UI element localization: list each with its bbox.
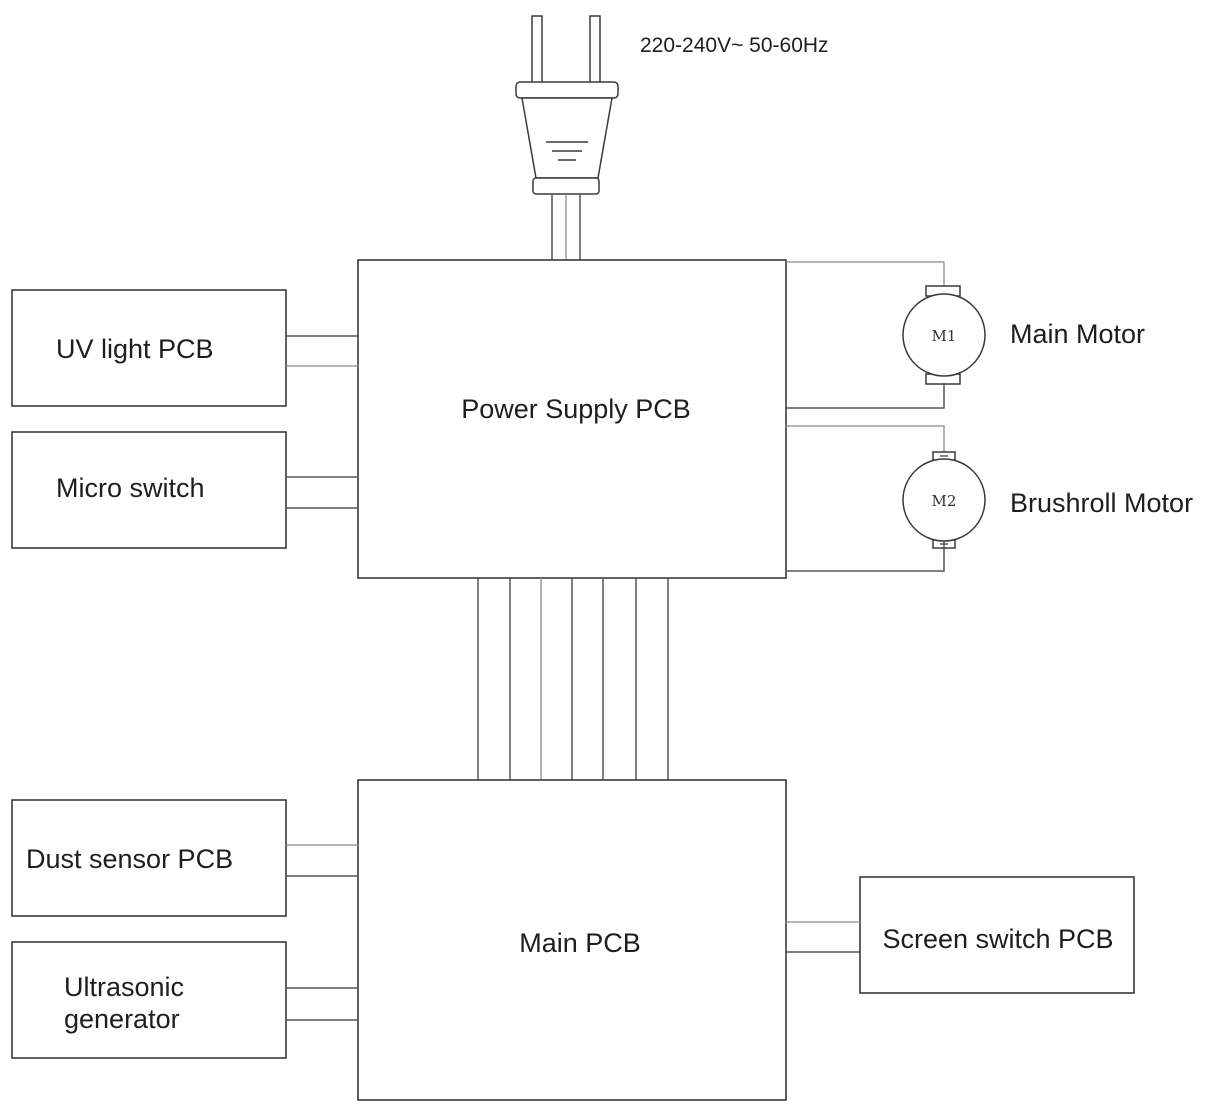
main-motor: M1 [786, 261, 986, 409]
plug-body [521, 97, 613, 179]
power-supply-pcb-box [357, 259, 787, 579]
motor-m2-icon [902, 458, 986, 542]
ultrasonic-generator-box [11, 941, 287, 1059]
main-pcb-box [357, 779, 787, 1101]
screen-switch-pcb-box [859, 876, 1135, 994]
power-input-label: 220-240V~ 50-60Hz [640, 34, 829, 57]
power-plug-icon [515, 15, 619, 260]
screen-switch-pcb-label: Screen switch PCB [882, 924, 1113, 954]
plug-collar [532, 177, 600, 195]
main-pcb-label: Main PCB [519, 928, 641, 958]
main-motor-label: Main Motor [1010, 319, 1145, 349]
brushroll-motor: M2 [786, 425, 986, 572]
dust-sensor-pcb-box [11, 799, 287, 917]
plug-prong-left [531, 15, 543, 85]
pcb-interconnect-bus [477, 578, 669, 780]
motor-m1-symbol: M1 [932, 327, 957, 345]
uv-light-pcb-box [11, 289, 287, 407]
micro-switch-label: Micro switch [56, 473, 205, 503]
power-supply-pcb-label: Power Supply PCB [461, 394, 691, 424]
brushroll-motor-label: Brushroll Motor [1010, 488, 1193, 518]
ultrasonic-generator-label-line1: Ultrasonic [64, 972, 184, 1002]
ultrasonic-generator-label-line2: generator [64, 1004, 180, 1034]
plug-prong-right [589, 15, 601, 85]
uv-light-pcb-label: UV light PCB [56, 334, 214, 364]
plug-cap [515, 81, 619, 99]
dust-sensor-pcb-label: Dust sensor PCB [26, 844, 233, 874]
motor-m2-symbol: M2 [932, 492, 957, 510]
micro-switch-box [11, 431, 287, 549]
motor-m1-icon [902, 293, 986, 377]
